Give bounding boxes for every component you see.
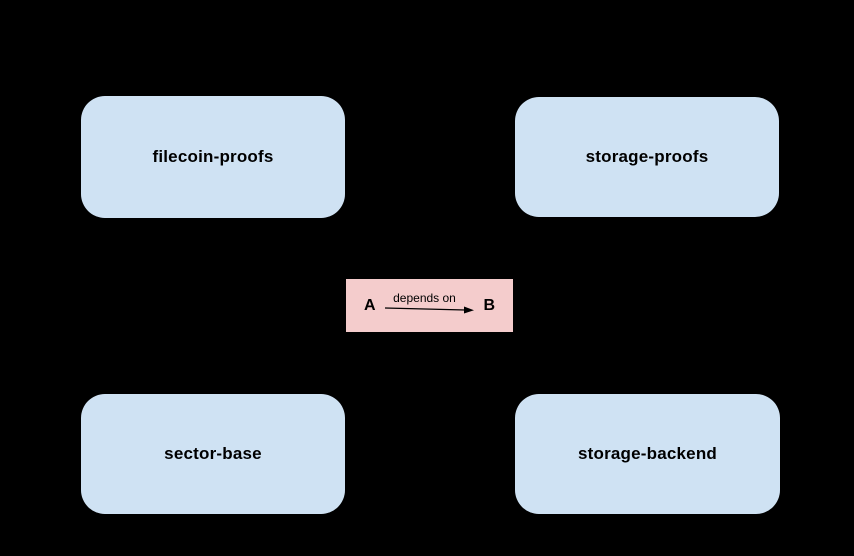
legend-source-label: A — [363, 296, 376, 314]
node-storage-proofs: storage-proofs — [515, 97, 779, 217]
node-label: storage-proofs — [585, 147, 709, 166]
legend-box: A depends on B — [346, 279, 513, 332]
depends-on-arrow: depends on — [384, 291, 475, 315]
node-label: storage-backend — [577, 444, 718, 463]
node-label: filecoin-proofs — [152, 147, 274, 166]
legend-relation-label: depends on — [393, 291, 456, 305]
legend-target-label: B — [483, 296, 496, 314]
node-filecoin-proofs: filecoin-proofs — [81, 96, 345, 218]
node-sector-base: sector-base — [81, 394, 345, 514]
node-label: sector-base — [164, 444, 262, 463]
node-storage-backend: storage-backend — [515, 394, 780, 514]
arrow-right-icon — [384, 306, 474, 314]
